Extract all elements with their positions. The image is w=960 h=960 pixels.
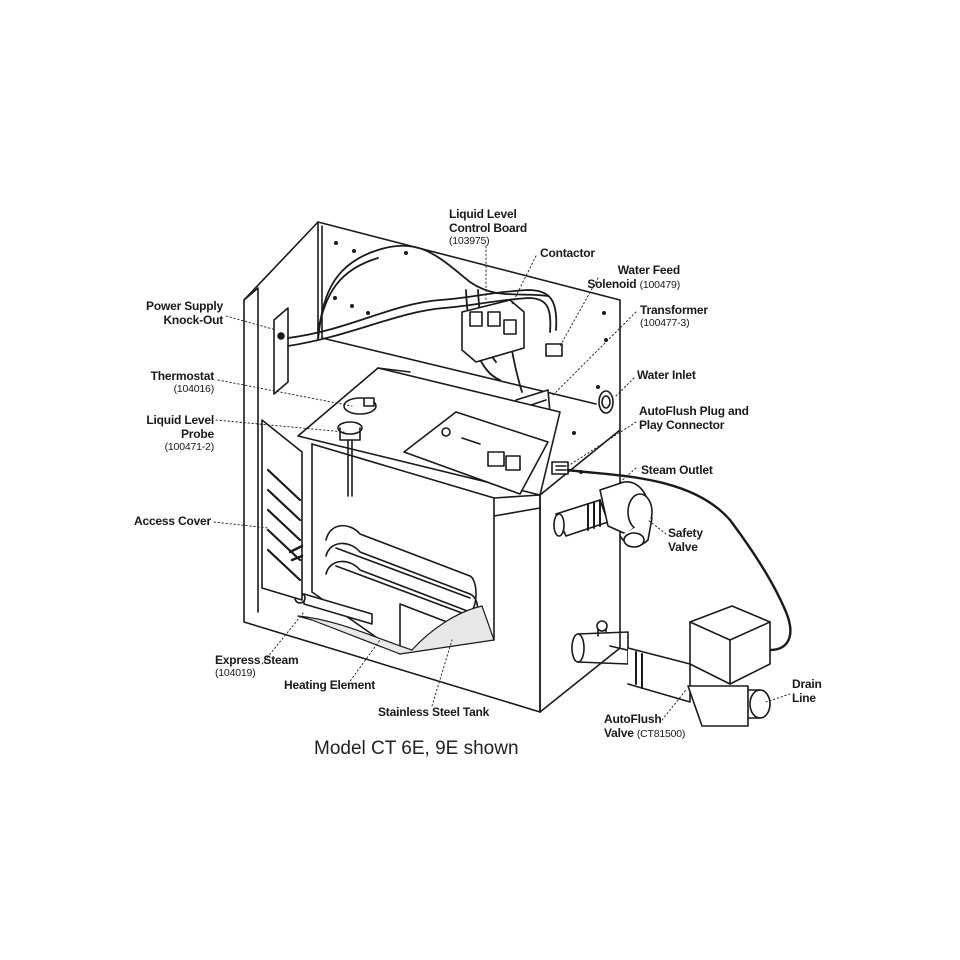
- stainless-steel-tank: [311, 443, 541, 655]
- label-line: Heating Element: [284, 678, 376, 692]
- label-line: Knock-Out: [163, 313, 223, 327]
- part-number: (CT81500): [636, 728, 686, 740]
- part-number: (103975): [449, 235, 490, 247]
- tank-sediment: [297, 605, 495, 655]
- autoflush-connector: [551, 461, 569, 475]
- part-number: (104019): [215, 667, 256, 679]
- label-safety-valve: Safety Valve: [668, 526, 703, 554]
- label-thermostat: Thermostat (104016): [100, 369, 215, 396]
- label-autoflush-plug: AutoFlush Plug and Play Connector: [639, 404, 749, 432]
- label-line: Valve: [604, 726, 634, 740]
- contactor-component: [461, 299, 525, 363]
- label-line: Play Connector: [639, 418, 725, 432]
- label-liquid-level-probe: Liquid Level Probe (100471-2): [100, 413, 214, 454]
- leader-lines: [213, 245, 791, 721]
- label-line: Stainless Steel Tank: [378, 705, 490, 719]
- label-line: Valve: [668, 540, 698, 554]
- safety-valve-component: [619, 517, 653, 548]
- label-water-feed-solenoid: Water Feed Solenoid (100479): [560, 263, 680, 292]
- label-line: Line: [792, 691, 816, 705]
- label-line: Water Feed: [617, 263, 680, 277]
- label-line: Transformer: [640, 303, 708, 317]
- label-steam-outlet: Steam Outlet: [641, 463, 713, 477]
- label-line: Thermostat: [150, 369, 215, 383]
- diagram-caption: Model CT 6E, 9E shown: [314, 738, 519, 759]
- power-supply-knockout-plate: [273, 307, 289, 395]
- access-cover: [261, 419, 304, 601]
- label-line: Express Steam: [215, 653, 299, 667]
- steam-outlet-pipe: [553, 481, 653, 537]
- part-number: (100471-2): [164, 441, 215, 453]
- label-access-cover: Access Cover: [100, 514, 211, 528]
- label-autoflush-valve: AutoFlush Valve (CT81500): [604, 712, 685, 741]
- water-feed-solenoid-component: [545, 343, 563, 357]
- liquid-level-probe-component: [337, 421, 363, 497]
- label-line: Liquid Level: [449, 207, 517, 221]
- label-line: Water Inlet: [637, 368, 696, 382]
- label-line: Steam Outlet: [641, 463, 713, 477]
- label-line: Drain: [792, 677, 822, 691]
- label-liquid-level-control-board: Liquid Level Control Board (103975): [449, 207, 527, 248]
- part-number: (104016): [173, 383, 215, 395]
- label-line: Contactor: [540, 246, 595, 260]
- label-power-supply-knockout: Power Supply Knock-Out: [100, 299, 223, 327]
- part-number: (100479): [639, 279, 681, 291]
- label-line: Probe: [180, 427, 214, 441]
- label-line: AutoFlush: [604, 712, 662, 726]
- label-line: Solenoid: [587, 277, 637, 291]
- label-water-inlet: Water Inlet: [637, 368, 696, 382]
- label-express-steam: Express Steam (104019): [215, 653, 299, 680]
- drain-pipe: [571, 620, 691, 703]
- label-line: Liquid Level: [146, 413, 214, 427]
- control-board-component: [403, 411, 549, 495]
- label-drain-line: Drain Line: [792, 677, 822, 705]
- water-inlet-fitting: [598, 390, 614, 414]
- label-line: Power Supply: [146, 299, 223, 313]
- label-stainless-steel-tank: Stainless Steel Tank: [378, 705, 489, 719]
- label-heating-element: Heating Element: [284, 678, 375, 692]
- label-contactor: Contactor: [540, 246, 595, 260]
- label-line: Control Board: [449, 221, 528, 235]
- label-line: Safety: [668, 526, 703, 540]
- part-number: (100477-3): [640, 317, 690, 329]
- label-line: Access Cover: [134, 514, 211, 528]
- thermostat-component: [343, 397, 377, 415]
- label-transformer: Transformer (100477-3): [640, 303, 708, 330]
- autoflush-cable: [566, 468, 792, 652]
- autoflush-valve-component: [687, 605, 771, 727]
- label-line: AutoFlush Plug and: [639, 404, 749, 418]
